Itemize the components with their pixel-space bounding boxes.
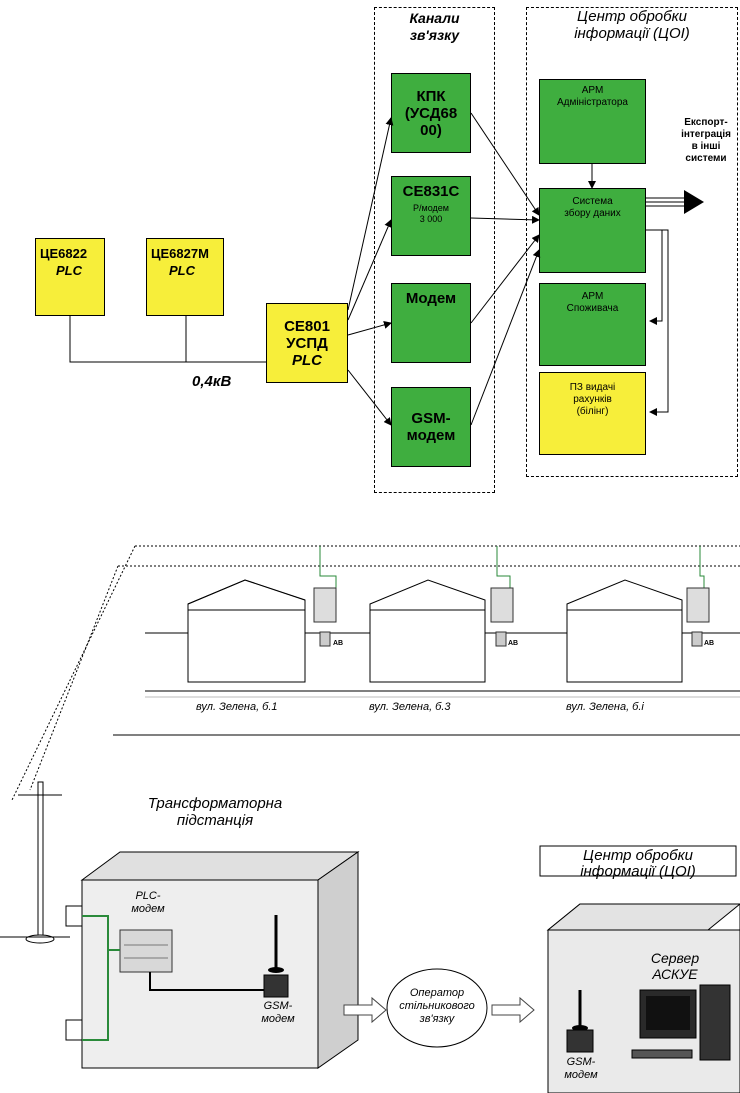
- meter-sub: PLC: [169, 263, 195, 278]
- meter-icon-3: [686, 587, 710, 623]
- house-3: [566, 579, 683, 683]
- house-meter-2: [496, 546, 511, 588]
- meter-icon-1: [313, 587, 337, 623]
- substation-box: [80, 851, 360, 1069]
- house-meter-1: [319, 546, 337, 588]
- house-1: [187, 579, 306, 683]
- channels-title: Канали зв'язку: [409, 10, 460, 43]
- server-label: Сервер АСКУЕ: [650, 950, 700, 982]
- channel-ce831c: СЕ831С Р/модем 3 000: [391, 176, 471, 256]
- substation-title: Трансформаторна підстанція: [147, 795, 283, 829]
- address-3: вул. Зелена, б.i: [566, 701, 644, 713]
- modem-cable: [149, 972, 268, 991]
- collect-feedback-line: [646, 229, 669, 416]
- channel-gsm: GSM- модем: [391, 387, 471, 467]
- channels-group: [374, 7, 495, 493]
- export-arrow: [646, 190, 704, 214]
- channel-modem: Модем: [391, 283, 471, 363]
- meter-tag-3: АВ: [704, 640, 715, 647]
- house-2: [369, 579, 486, 683]
- uspd-box: СЕ801 УСПД PLC: [266, 303, 348, 383]
- plc-bus-line: [69, 316, 266, 363]
- collect-to-consumer-line: [649, 230, 663, 325]
- utility-pole: [18, 781, 62, 944]
- address-2: вул. Зелена, б.3: [369, 701, 451, 713]
- meter-tag-2: АВ: [508, 640, 519, 647]
- export-label: Експорт- інтеграція в інші системи: [681, 117, 731, 164]
- meter-tag-1: АВ: [333, 640, 344, 647]
- uspd-to-channel-arrows: [347, 117, 394, 426]
- consumer-workstation: АРМ Споживача: [539, 283, 646, 366]
- operator-ellipse: [386, 968, 488, 1048]
- meter-name: ЦЕ6827М: [151, 246, 209, 261]
- gsm-modem-device-right: [566, 990, 594, 1053]
- meter-icon-2: [490, 587, 514, 623]
- gsm-modem-device-left: [263, 915, 289, 998]
- server-computer: [631, 984, 731, 1061]
- power-lines: [11, 545, 740, 801]
- plc-modem-device: [119, 929, 173, 973]
- arrow-to-center: [491, 996, 535, 1024]
- meter-sub: PLC: [56, 263, 82, 278]
- meter-box-ce6827m: ЦЕ6827М PLC: [146, 238, 224, 316]
- billing-software: ПЗ видачі рахунків (білінг): [539, 372, 646, 455]
- plc-modem-label: PLC- модем: [131, 890, 165, 915]
- admin-workstation: АРМ Адміністратора: [539, 79, 646, 164]
- center-title-bottom: Центр обробки інформації (ЦОІ): [580, 847, 696, 880]
- data-collection-system: Система збору даних: [539, 188, 646, 273]
- center-group: [526, 7, 738, 477]
- meter-box-ce6822: ЦЕ6822 PLC: [35, 238, 105, 316]
- house-meter-3: [699, 546, 705, 588]
- green-wire: [82, 915, 109, 1041]
- gsm-modem-left-label: GSM- модем: [261, 1000, 295, 1025]
- center-title: Центр обробки інформації (ЦОІ): [574, 8, 690, 42]
- arrow-to-operator: [343, 996, 387, 1024]
- voltage-label: 0,4кВ: [192, 373, 232, 390]
- meter-name: ЦЕ6822: [40, 246, 88, 261]
- channel-kpk: КПК (УСД68 00): [391, 73, 471, 153]
- channel-to-center-arrows: [470, 112, 541, 426]
- address-1: вул. Зелена, б.1: [196, 701, 278, 713]
- gsm-modem-right-label: GSM- модем: [564, 1056, 598, 1081]
- operator-label: Оператор стільникового зв'язку: [399, 987, 475, 1025]
